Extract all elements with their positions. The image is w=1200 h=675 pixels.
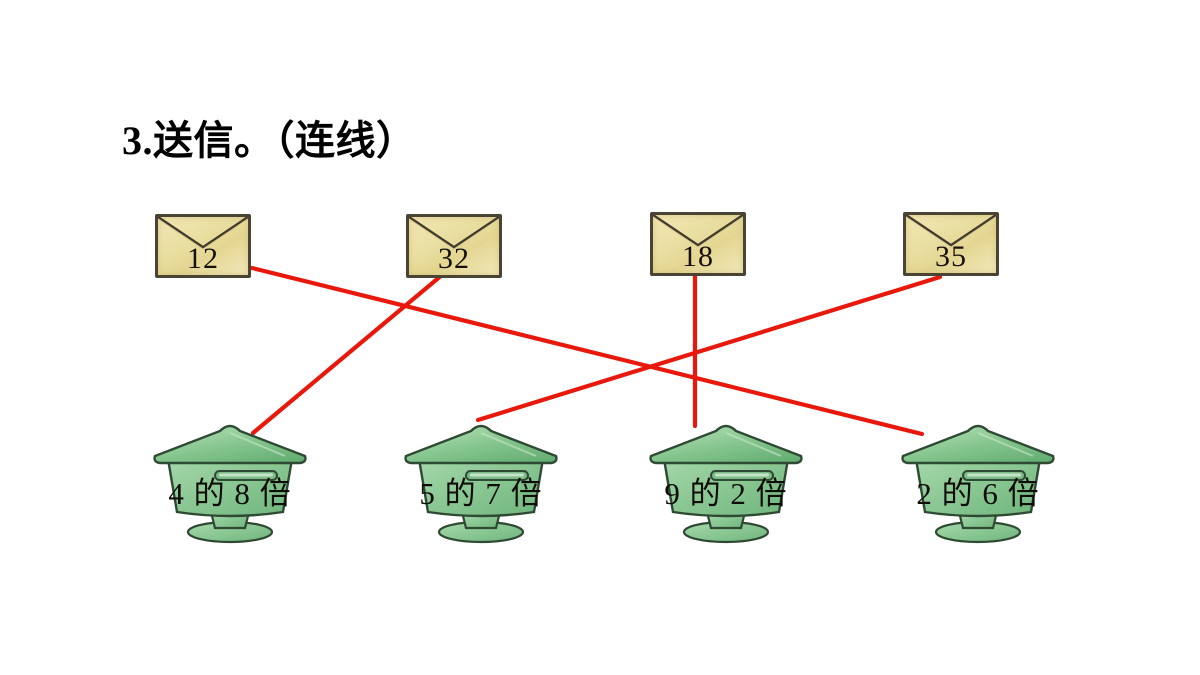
mailbox-label: 4 的 8 倍 — [168, 476, 292, 511]
envelope-number: 12 — [187, 242, 219, 275]
page-title: 3.送信。（连线） — [122, 118, 417, 163]
envelope-flap-icon — [158, 217, 248, 252]
mailbox-card[interactable]: 2 的 6 倍 — [893, 420, 1063, 550]
connection-line[interactable] — [250, 267, 451, 436]
envelope-icon: 18 — [650, 212, 746, 276]
mailbox-card[interactable]: 4 的 8 倍 — [145, 420, 315, 550]
envelope-flap-icon — [653, 215, 743, 250]
envelope-number: 35 — [935, 240, 967, 273]
mailbox-card[interactable]: 5 的 7 倍 — [396, 420, 566, 550]
mailbox-label: 2 的 6 倍 — [916, 476, 1040, 511]
envelope-flap-icon — [409, 217, 499, 252]
envelope-number: 32 — [438, 242, 470, 275]
envelope-flap-icon — [906, 215, 996, 250]
mailbox-label: 9 的 2 倍 — [664, 476, 788, 511]
mailbox-label: 5 的 7 倍 — [419, 476, 543, 511]
mailbox-icon — [901, 424, 1055, 544]
envelope-card[interactable]: 32 — [406, 214, 502, 278]
envelope-icon: 35 — [903, 212, 999, 276]
mailbox-icon — [153, 424, 307, 544]
envelope-icon: 12 — [155, 214, 251, 278]
envelope-card[interactable]: 18 — [650, 212, 746, 276]
envelope-card[interactable]: 12 — [155, 214, 251, 278]
connection-line[interactable] — [475, 274, 943, 423]
mailbox-icon — [404, 424, 558, 544]
envelope-card[interactable]: 35 — [903, 212, 999, 276]
envelope-number: 18 — [682, 240, 714, 273]
mailbox-card[interactable]: 9 的 2 倍 — [641, 420, 811, 550]
envelope-icon: 32 — [406, 214, 502, 278]
connection-line[interactable] — [249, 265, 925, 437]
mailbox-icon — [649, 424, 803, 544]
